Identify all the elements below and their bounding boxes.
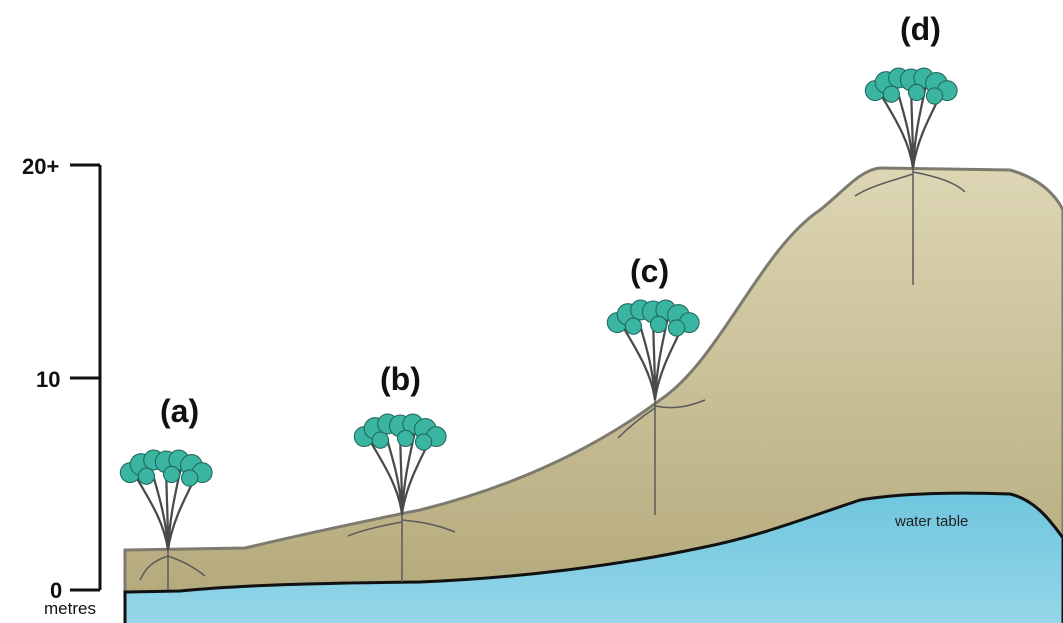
water-table-label: water table [894,513,968,530]
tree-d [865,68,957,168]
tick-label-10: 10 [36,367,60,392]
tree-label-a: (a) [160,393,199,429]
height-axis [70,165,100,590]
tick-label-20: 20+ [22,154,59,179]
tree-b [354,414,446,514]
tree-label-d: (d) [900,11,941,47]
tree-label-c: (c) [630,253,669,289]
tree-label-b: (b) [380,361,421,397]
tree-a [120,450,212,550]
axis-unit-label: metres [44,599,96,618]
